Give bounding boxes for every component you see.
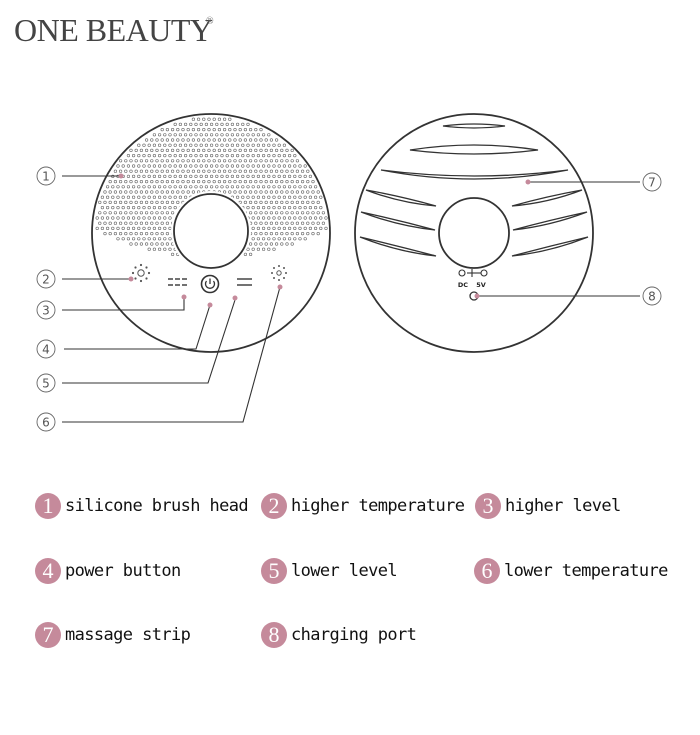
double-line-icon	[237, 278, 252, 286]
legend-label: power button	[65, 561, 181, 581]
legend-item-3: 3 higher level	[475, 493, 621, 519]
svg-text:3: 3	[42, 304, 50, 318]
power-icon	[200, 274, 220, 294]
back-center-ring	[438, 197, 510, 269]
back-body	[354, 113, 594, 353]
callout-1: 1	[36, 166, 56, 186]
front-view	[91, 113, 331, 353]
volt-label: 5V	[476, 281, 486, 289]
brand-logo: ONE BEAUTY	[14, 12, 213, 48]
sun-large-icon	[131, 263, 151, 283]
front-center-ring	[173, 193, 249, 269]
massage-strip	[359, 123, 589, 257]
leader-lines	[62, 175, 640, 423]
legend-item-1: 1 silicone brush head	[35, 493, 249, 519]
dc-label: DC	[458, 281, 468, 289]
legend-badge: 2	[261, 493, 287, 519]
dc-symbol-icon	[458, 269, 488, 277]
registered-mark: ®	[206, 16, 214, 27]
callout-4: 4	[36, 339, 56, 359]
svg-text:7: 7	[648, 176, 656, 190]
legend-label: massage strip	[65, 625, 191, 645]
sun-small-icon	[271, 265, 287, 281]
legend-label: higher level	[505, 496, 621, 516]
callout-2: 2	[36, 269, 56, 289]
legend-label: lower level	[291, 561, 398, 581]
svg-text:6: 6	[42, 416, 50, 430]
legend-item-4: 4 power button	[35, 558, 181, 584]
legend-item-7: 7 massage strip	[35, 622, 191, 648]
legend-badge: 3	[475, 493, 501, 519]
back-view: DC 5V	[354, 113, 594, 353]
svg-text:2: 2	[42, 273, 50, 287]
svg-text:4: 4	[42, 343, 50, 357]
svg-text:1: 1	[42, 170, 50, 184]
legend-badge: 1	[35, 493, 61, 519]
callout-3: 3	[36, 300, 56, 320]
callout-8: 8	[642, 286, 662, 306]
callout-7: 7	[642, 172, 662, 192]
legend-badge: 4	[35, 558, 61, 584]
callout-5: 5	[36, 373, 56, 393]
legend-label: charging port	[291, 625, 417, 645]
device-diagram: DC 5V 1 2 3 4 5 6 7 8	[36, 113, 662, 432]
svg-text:8: 8	[648, 290, 656, 304]
legend-badge: 8	[261, 622, 287, 648]
silicone-brush-head	[95, 117, 328, 256]
legend-item-6: 6 lower temperature	[474, 558, 668, 584]
legend-badge: 5	[261, 558, 287, 584]
legend-label: higher temperature	[291, 496, 465, 516]
svg-text:5: 5	[42, 377, 50, 391]
legend-label: lower temperature	[504, 561, 668, 581]
legend-item-5: 5 lower level	[261, 558, 398, 584]
legend-label: silicone brush head	[65, 496, 249, 516]
legend-item-2: 2 higher temperature	[261, 493, 465, 519]
legend-badge: 6	[474, 558, 500, 584]
legend-badge: 7	[35, 622, 61, 648]
callout-6: 6	[36, 412, 56, 432]
triple-line-icon	[168, 278, 187, 286]
legend-item-8: 8 charging port	[261, 622, 417, 648]
callout-numbers: 1 2 3 4 5 6 7 8	[36, 166, 662, 432]
leader-dots	[118, 173, 531, 308]
front-body	[91, 113, 331, 353]
